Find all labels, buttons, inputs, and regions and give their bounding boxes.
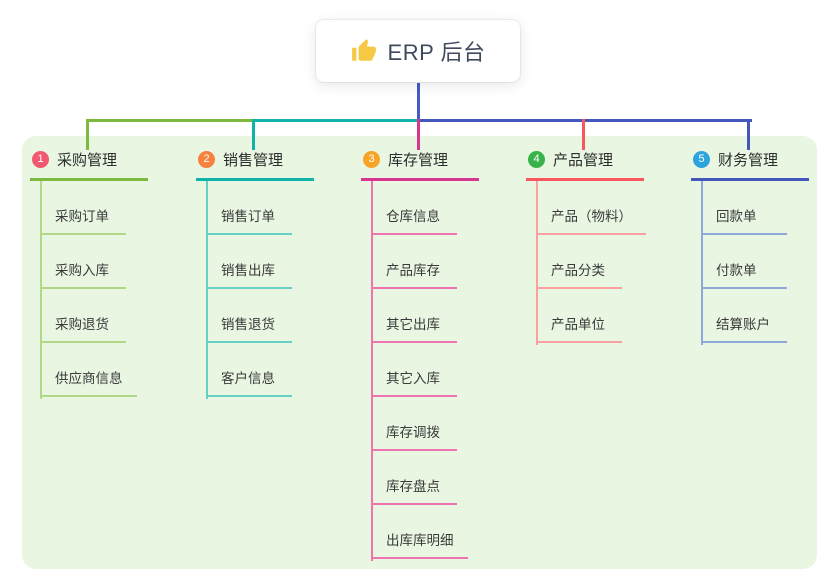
branch-number-badge: 2 (198, 151, 215, 168)
branch-drop-line (747, 119, 750, 150)
branch-number-badge: 5 (693, 151, 710, 168)
branch-purchase: 1 采购管理采购订单采购入库采购退货供应商信息 (30, 147, 148, 399)
child-row: 其它出库 (371, 289, 479, 343)
branch-drop-line (86, 119, 89, 150)
child-node[interactable]: 库存盘点 (371, 475, 457, 505)
child-node[interactable]: 仓库信息 (371, 205, 457, 235)
branch-label: 采购管理 (57, 152, 118, 169)
child-row: 销售出库 (206, 235, 314, 289)
child-row: 采购退货 (40, 289, 148, 343)
child-node[interactable]: 其它入库 (371, 367, 457, 397)
child-row: 库存盘点 (371, 451, 479, 505)
child-row: 出库库明细 (371, 505, 479, 559)
branch-node-sales[interactable]: 2 销售管理 (196, 147, 314, 181)
child-node[interactable]: 采购订单 (40, 205, 126, 235)
branch-children: 仓库信息产品库存其它出库其它入库库存调拨库存盘点出库库明细 (361, 181, 479, 561)
child-row: 供应商信息 (40, 343, 148, 397)
child-node[interactable]: 产品库存 (371, 259, 457, 289)
child-row: 仓库信息 (371, 181, 479, 235)
branches-panel (22, 136, 817, 569)
branch-sales: 2 销售管理销售订单销售出库销售退货客户信息 (196, 147, 314, 399)
branch-inventory: 3 库存管理仓库信息产品库存其它出库其它入库库存调拨库存盘点出库库明细 (361, 147, 479, 561)
branch-node-finance[interactable]: 5 财务管理 (691, 147, 809, 181)
branch-stem-line (536, 181, 538, 345)
child-node[interactable]: 销售出库 (206, 259, 292, 289)
child-row: 采购入库 (40, 235, 148, 289)
child-node[interactable]: 结算账户 (701, 313, 787, 343)
child-row: 客户信息 (206, 343, 314, 397)
branch-drop-line (582, 119, 585, 150)
branch-product: 4 产品管理产品（物料） 产品分类产品单位 (526, 147, 646, 345)
branch-children: 采购订单采购入库采购退货供应商信息 (30, 181, 148, 399)
child-node[interactable]: 出库库明细 (371, 529, 468, 559)
child-row: 回款单 (701, 181, 809, 235)
thumbs-up-icon (351, 39, 376, 61)
root-connector-line (417, 80, 420, 122)
child-row: 结算账户 (701, 289, 809, 343)
bus-segment-line (86, 119, 255, 122)
branch-label: 财务管理 (718, 152, 779, 169)
child-row: 产品单位 (536, 289, 646, 343)
branch-node-inventory[interactable]: 3 库存管理 (361, 147, 479, 181)
branch-stem-line (40, 181, 42, 399)
child-node[interactable]: 库存调拨 (371, 421, 457, 451)
branch-children: 产品（物料） 产品分类产品单位 (526, 181, 646, 345)
child-node[interactable]: 客户信息 (206, 367, 292, 397)
child-row: 产品（物料） (536, 181, 646, 235)
branch-label: 库存管理 (388, 152, 449, 169)
branch-drop-line (252, 119, 255, 150)
child-node[interactable]: 供应商信息 (40, 367, 137, 397)
branch-number-badge: 3 (363, 151, 380, 168)
branch-node-purchase[interactable]: 1 采购管理 (30, 147, 148, 181)
child-node[interactable]: 付款单 (701, 259, 787, 289)
child-row: 库存调拨 (371, 397, 479, 451)
root-node-label: ERP 后台 (387, 40, 486, 65)
branch-children: 销售订单销售出库销售退货客户信息 (196, 181, 314, 399)
child-row: 采购订单 (40, 181, 148, 235)
branch-drop-line (417, 119, 420, 150)
root-node[interactable]: ERP 后台 (316, 20, 520, 82)
child-row: 产品库存 (371, 235, 479, 289)
child-node[interactable]: 产品分类 (536, 259, 622, 289)
child-node[interactable]: 产品（物料） (536, 205, 646, 235)
child-row: 其它入库 (371, 343, 479, 397)
child-node[interactable]: 销售订单 (206, 205, 292, 235)
child-row: 销售订单 (206, 181, 314, 235)
child-node[interactable]: 采购入库 (40, 259, 126, 289)
branch-stem-line (701, 181, 703, 345)
branch-stem-line (206, 181, 208, 399)
branch-children: 回款单付款单结算账户 (691, 181, 809, 345)
child-row: 付款单 (701, 235, 809, 289)
child-node[interactable]: 产品单位 (536, 313, 622, 343)
child-row: 产品分类 (536, 235, 646, 289)
branch-stem-line (371, 181, 373, 561)
bus-segment-line (252, 119, 420, 122)
branch-number-badge: 4 (528, 151, 545, 168)
child-node[interactable]: 其它出库 (371, 313, 457, 343)
child-row: 销售退货 (206, 289, 314, 343)
child-node[interactable]: 销售退货 (206, 313, 292, 343)
child-node[interactable]: 采购退货 (40, 313, 126, 343)
branch-number-badge: 1 (32, 151, 49, 168)
branch-node-product[interactable]: 4 产品管理 (526, 147, 644, 181)
branch-finance: 5 财务管理回款单付款单结算账户 (691, 147, 809, 345)
branch-label: 销售管理 (223, 152, 284, 169)
branch-label: 产品管理 (553, 152, 614, 169)
child-node[interactable]: 回款单 (701, 205, 787, 235)
